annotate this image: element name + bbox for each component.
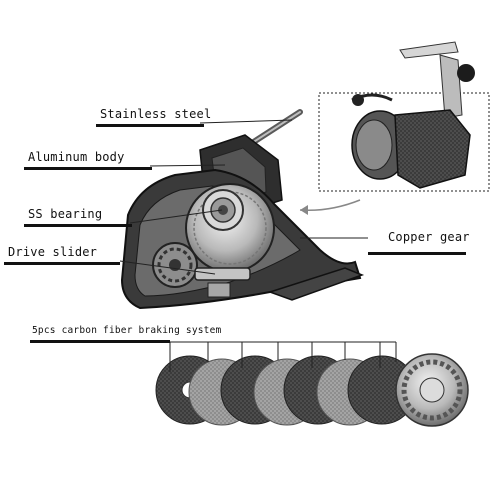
label-aluminum-body: Aluminum body xyxy=(28,150,125,164)
braking-discs xyxy=(155,353,469,427)
drive-slider-part xyxy=(194,267,251,281)
disc-bracket xyxy=(169,341,397,372)
pointer-arrow xyxy=(299,199,361,212)
label-ss-bearing: SS bearing xyxy=(28,207,103,221)
underline-ss-bearing xyxy=(24,224,132,227)
handle-knob xyxy=(457,64,475,82)
label-drive-slider: Drive slider xyxy=(8,245,98,259)
label-copper-gear: Copper gear xyxy=(388,230,470,244)
inset-frame xyxy=(318,92,490,192)
reel-cutaway xyxy=(120,109,365,310)
reel-foot xyxy=(267,267,365,301)
underline-copper-gear xyxy=(368,252,466,255)
underline-stainless-steel xyxy=(96,124,204,127)
reel-inset xyxy=(318,41,490,192)
underline-braking-system xyxy=(30,340,170,343)
underline-drive-slider xyxy=(4,262,120,265)
label-stainless-steel: Stainless steel xyxy=(100,107,212,121)
underline-aluminum-body xyxy=(24,167,152,170)
callout-leaders xyxy=(119,119,368,275)
label-braking-system: 5pcs carbon fiber braking system xyxy=(32,325,222,336)
